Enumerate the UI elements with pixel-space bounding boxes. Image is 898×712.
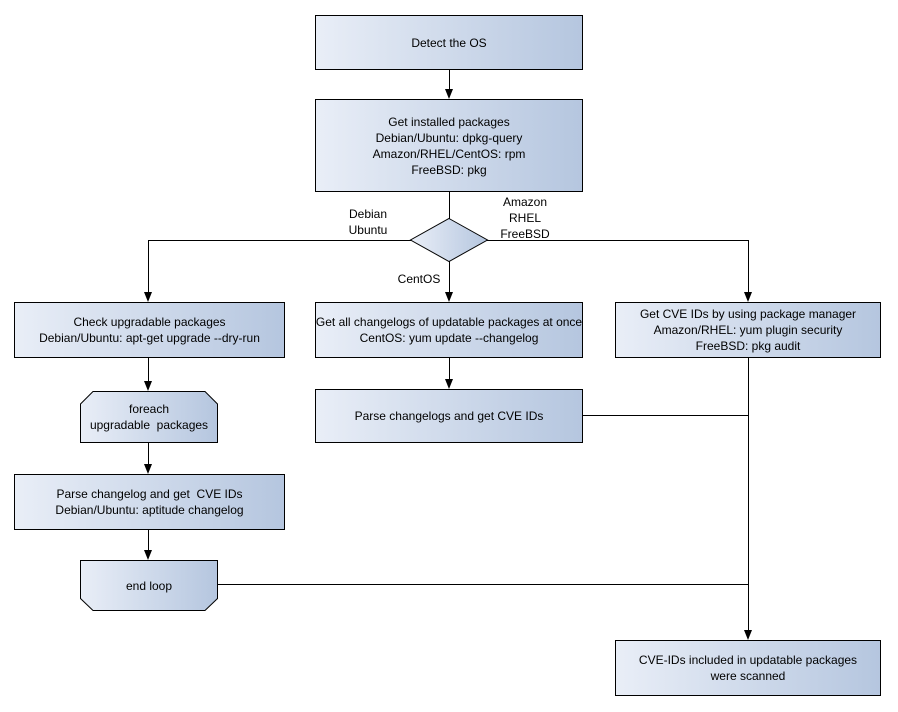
edge-parse-to-endloop: [148, 530, 149, 552]
node-foreach-line: upgradable packages: [89, 418, 209, 432]
node-parse-changelog-each-line: Debian/Ubuntu: aptitude changelog: [55, 503, 244, 517]
node-get-cve-ids-line: Get CVE IDs by using package manager: [639, 307, 857, 321]
edge-endloop-to-trunk: [218, 584, 748, 585]
edge-changelogs-to-parse: [449, 358, 450, 381]
node-detect-os-text: Detect the OS: [411, 35, 487, 50]
node-check-upgradable-line: Check upgradable packages: [73, 315, 226, 329]
edge-label-line: Debian: [348, 207, 388, 221]
edge-label-amazon-rhel-freebsd: Amazon RHEL FreeBSD: [494, 194, 556, 242]
edge-label-line: Ubuntu: [348, 223, 388, 237]
arrowhead-to-endloop: [144, 550, 152, 560]
arrowhead-to-get-cve-ids: [744, 292, 752, 302]
edge-check-to-foreach: [148, 358, 149, 383]
arrowhead-to-get-all-changelogs: [445, 292, 453, 302]
arrowhead-to-foreach: [144, 381, 152, 391]
node-get-installed-line: Amazon/RHEL/CentOS: rpm: [372, 146, 526, 161]
node-get-installed-packages: Get installed packages Debian/Ubuntu: dp…: [315, 99, 583, 192]
node-foreach-line: foreach: [128, 402, 170, 416]
edge-decision-left-horizontal: [148, 240, 411, 241]
node-get-installed-line: Get installed packages: [388, 114, 510, 129]
node-check-upgradable-line: Debian/Ubuntu: apt-get upgrade --dry-run: [39, 331, 260, 345]
node-result-scanned-line: were scanned: [710, 669, 786, 683]
edge-label-line: Amazon: [502, 195, 548, 209]
node-end-loop: end loop: [80, 560, 218, 611]
node-get-cve-ids-line: Amazon/RHEL: yum plugin security: [653, 323, 843, 337]
edge-label-line: CentOS: [397, 272, 441, 286]
node-check-upgradable: Check upgradable packages Debian/Ubuntu:…: [14, 302, 285, 358]
edge-label-line: FreeBSD: [500, 227, 550, 241]
edge-label-debian-ubuntu: Debian Ubuntu: [338, 206, 398, 238]
node-parse-changelog-each: Parse changelog and get CVE IDs Debian/U…: [14, 474, 285, 530]
node-get-all-changelogs-line: Get all changelogs of updatable packages…: [315, 315, 583, 329]
node-get-cve-ids-line: FreeBSD: pkg audit: [695, 339, 801, 353]
edge-decision-right-horizontal: [487, 240, 748, 241]
decision-diamond: [409, 217, 489, 263]
node-result-scanned-line: CVE-IDs included in updatable packages: [638, 653, 858, 667]
node-result-scanned: CVE-IDs included in updatable packages w…: [615, 640, 881, 696]
arrowhead-to-check-upgradable: [144, 292, 152, 302]
node-detect-os: Detect the OS: [315, 15, 583, 70]
node-get-installed-line: FreeBSD: pkg: [411, 162, 487, 177]
decision-diamond-shape: [409, 217, 489, 263]
node-get-installed-line: Debian/Ubuntu: dpkg-query: [375, 130, 523, 145]
node-parse-changelog-each-line: Parse changelog and get CVE IDs: [56, 487, 243, 501]
node-parse-changelogs-once-text: Parse changelogs and get CVE IDs: [354, 409, 544, 423]
arrowhead-to-parse-each: [144, 464, 152, 474]
arrowhead-to-result: [744, 630, 752, 640]
node-parse-changelogs-once: Parse changelogs and get CVE IDs: [315, 389, 583, 443]
edge-label-line: RHEL: [508, 211, 541, 225]
node-get-all-changelogs-line: CentOS: yum update --changelog: [359, 331, 539, 345]
edge-foreach-to-parse: [148, 443, 149, 466]
edge-installed-to-decision: [449, 192, 450, 219]
node-get-cve-ids-pkg-mgr: Get CVE IDs by using package manager Ama…: [615, 302, 881, 358]
edge-decision-down: [449, 261, 450, 294]
edge-parse-once-to-trunk: [583, 415, 748, 416]
edge-label-centos: CentOS: [394, 271, 444, 287]
node-get-all-changelogs: Get all changelogs of updatable packages…: [315, 302, 583, 358]
edge-detect-to-installed: [449, 70, 450, 92]
node-end-loop-text: end loop: [125, 578, 173, 593]
arrowhead-to-installed: [445, 89, 453, 99]
loop-end-shape: [80, 560, 218, 611]
edge-decision-right-vertical: [748, 240, 749, 294]
node-foreach-loop: foreach upgradable packages: [80, 391, 218, 443]
loop-start-shape: [80, 391, 218, 443]
arrowhead-to-parse-once: [445, 379, 453, 389]
edge-trunk-to-result: [748, 358, 749, 632]
edge-decision-left-vertical: [148, 240, 149, 294]
